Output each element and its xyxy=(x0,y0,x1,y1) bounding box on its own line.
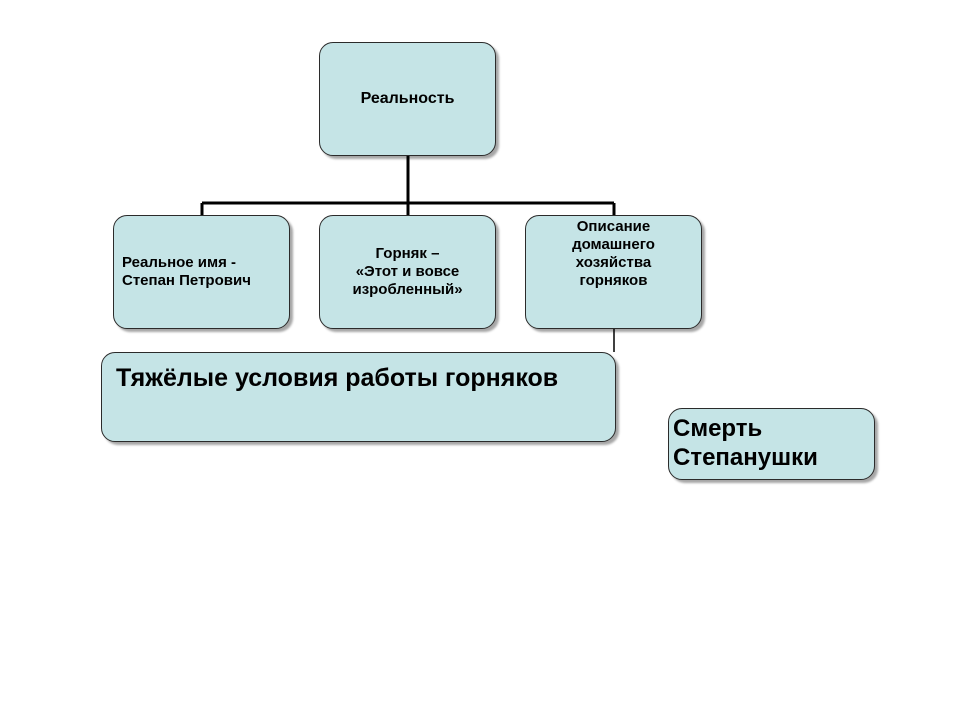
root-node-reality: Реальность xyxy=(319,42,496,156)
miner-line-1: Горняк – xyxy=(375,245,440,262)
conditions-node: Тяжёлые условия работы горняков xyxy=(101,352,616,442)
real-name-line-1: Реальное имя - xyxy=(122,254,237,271)
miner-line-2: «Этот и вовсе xyxy=(355,263,460,280)
death-node-text: Смерть Степанушки xyxy=(673,415,818,473)
child-node-household: Описание домашнего хозяйства горняков xyxy=(525,215,702,329)
death-line-1: Смерть xyxy=(673,415,763,443)
child-node-real-name: Реальное имя - Степан Петрович xyxy=(113,215,290,329)
child-node-miner-text: Горняк – «Этот и вовсе изробленный» xyxy=(352,245,462,299)
household-line-1: Описание xyxy=(576,218,651,235)
real-name-line-2: Степан Петрович xyxy=(122,272,251,289)
household-line-4: горняков xyxy=(579,272,648,289)
child-node-real-name-text: Реальное имя - Степан Петрович xyxy=(122,254,251,290)
death-line-2: Степанушки xyxy=(673,444,818,471)
child-node-miner: Горняк – «Этот и вовсе изробленный» xyxy=(319,215,496,329)
miner-line-3: изробленный» xyxy=(352,281,463,298)
household-line-2: домашнего xyxy=(572,236,655,253)
conditions-label: Тяжёлые условия работы горняков xyxy=(116,364,559,392)
child-node-household-text: Описание домашнего хозяйства горняков xyxy=(572,218,655,290)
root-node-label: Реальность xyxy=(360,90,455,108)
death-node: Смерть Степанушки xyxy=(668,408,875,480)
household-line-3: хозяйства xyxy=(575,254,652,271)
